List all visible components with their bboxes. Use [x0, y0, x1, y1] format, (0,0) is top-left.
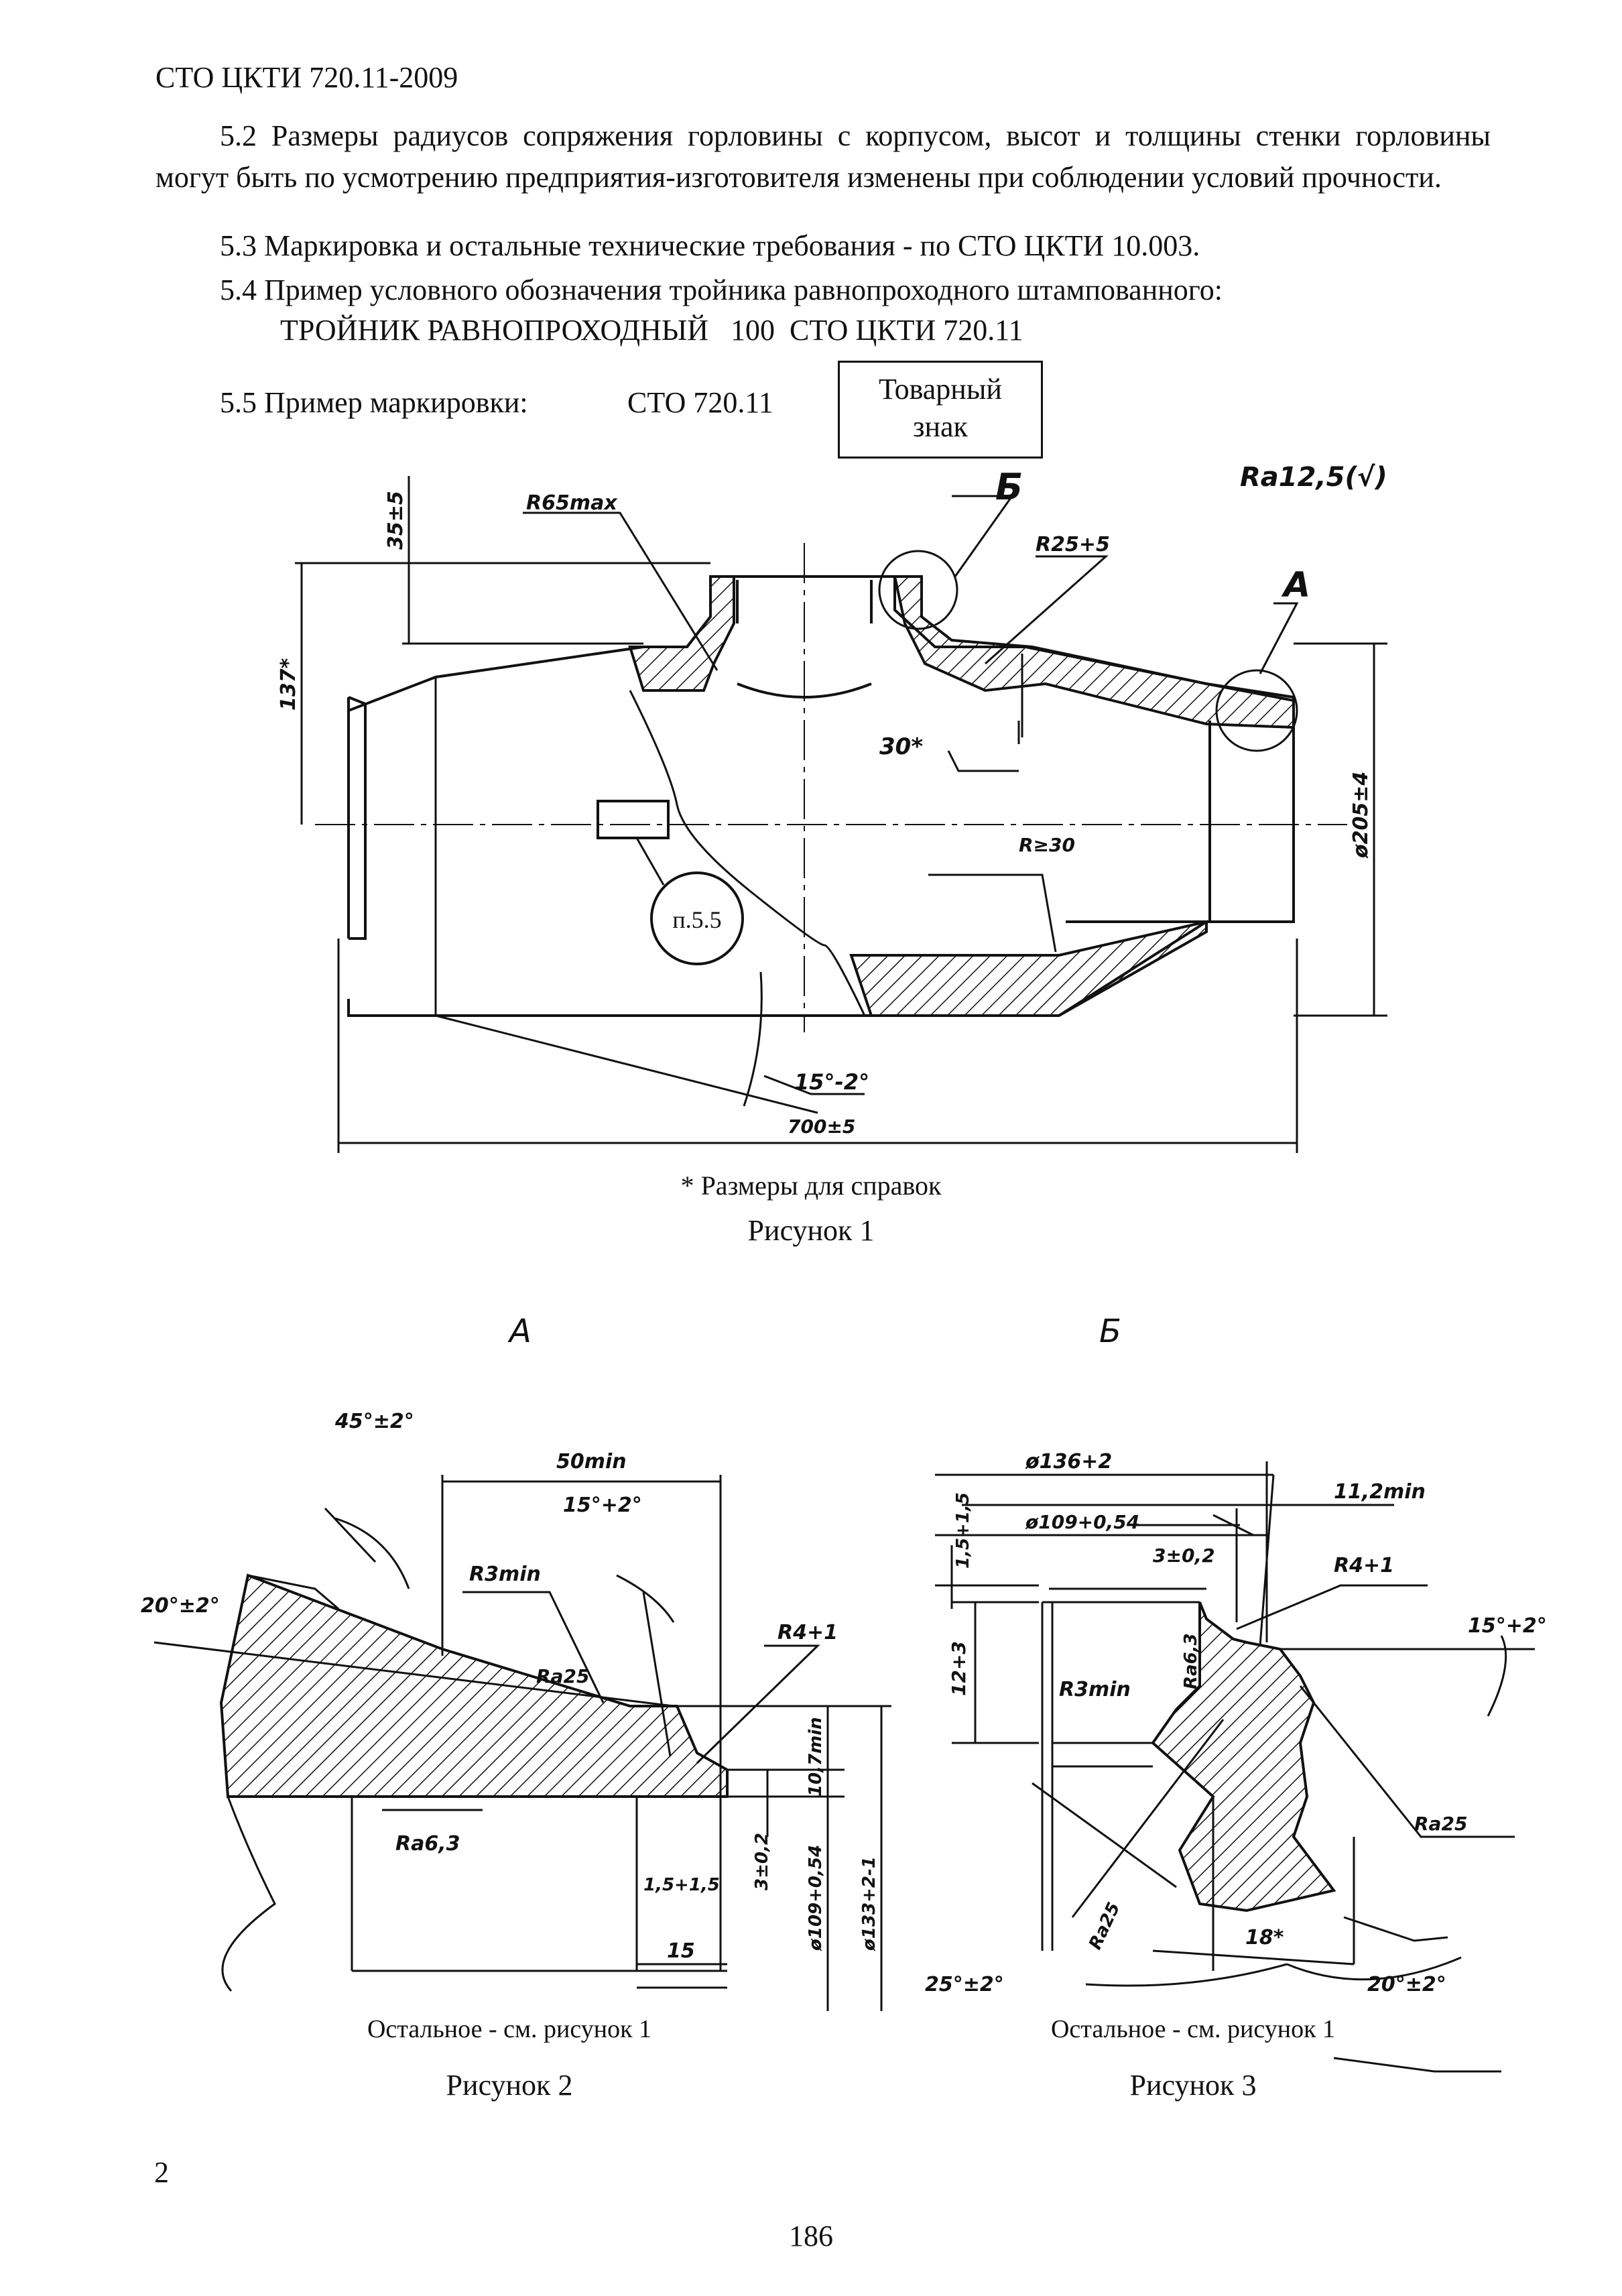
fig2-angle-20: 20°±2° — [141, 1594, 220, 1618]
marking-code: СТО 720.11 — [627, 386, 773, 419]
r30-label: R≥30 — [1019, 834, 1075, 856]
r25-label: R25+5 — [1036, 533, 1110, 556]
fig2-angle-15: 15°+2° — [563, 1494, 642, 1517]
dim-30-label: 30* — [879, 733, 923, 760]
paragraph-5-4: 5.4 Пример условного обозначения тройник… — [220, 274, 1223, 306]
reference-p55-label: п.5.5 — [672, 906, 721, 933]
fig3-dim-1-5: 1,5+1,5 — [953, 1492, 973, 1569]
leader-b-label: Б — [995, 466, 1023, 508]
roughness-symbol: Ra12,5(√) — [1240, 462, 1387, 493]
dim-137-label: 137* — [277, 658, 300, 711]
figure-2-caption: Рисунок 2 — [446, 2069, 573, 2102]
dim-35-label: 35±5 — [384, 491, 408, 550]
fig2-dim-50: 50min — [556, 1450, 627, 1473]
figure-2-note: Остальное - см. рисунок 1 — [367, 2015, 652, 2043]
reference-circle — [650, 871, 744, 965]
figure-1-caption: Рисунок 1 — [747, 1214, 875, 1247]
fig3-ra25-right: Ra25 — [1414, 1813, 1467, 1835]
figure-2-view-label: А — [509, 1313, 532, 1350]
fig3-dim-11-2: 11,2min — [1334, 1480, 1426, 1504]
fig2-ra63: Ra6,3 — [395, 1832, 460, 1856]
fig2-angle-45: 45°±2° — [334, 1410, 414, 1433]
fig3-ra63: Ra6,3 — [1181, 1633, 1201, 1689]
fig2-ra25: Ra25 — [536, 1665, 589, 1687]
trademark-box: Товарный знак — [838, 361, 1043, 459]
paragraph-5-2: 5.2 Размеры радиусов сопряжения горловин… — [155, 119, 1491, 194]
fig3-dim-12: 12+3 — [948, 1641, 970, 1696]
fig2-dim-133: ø133+2-1 — [859, 1856, 879, 1951]
fig3-ra25-left: Ra25 — [1085, 1899, 1124, 1953]
fig3-angle-20: 20°±2° — [1367, 1973, 1446, 1996]
fig2-r4: R4+1 — [777, 1621, 838, 1644]
fig2-dim-15: 15 — [667, 1939, 695, 1963]
fig2-r3: R3min — [469, 1563, 541, 1586]
local-page-number: 2 — [154, 2156, 169, 2189]
fig3-angle-25: 25°±2° — [925, 1973, 1004, 1996]
fig2-dim-3: 3±0,2 — [752, 1833, 772, 1890]
fig3-angle-15: 15°+2° — [1468, 1614, 1547, 1638]
fig2-dim-10-7: 10,7min — [806, 1717, 826, 1797]
figure-3-view-label: Б — [1099, 1313, 1121, 1350]
paragraph-5-3: 5.3 Маркировка и остальные технические т… — [220, 229, 1200, 262]
fig3-dim-3: 3±0,2 — [1153, 1545, 1215, 1567]
fig3-dim-109: ø109+0,54 — [1025, 1511, 1139, 1533]
dim-205-label: ø205±4 — [1349, 772, 1373, 859]
designation-example: ТРОЙНИК РАВНОПРОХОДНЫЙ 100 СТО ЦКТИ 720.… — [280, 314, 1023, 347]
figure-3-drawing: ø136+2 11,2min ø109+0,54 3±0,2 R4+1 15°+… — [925, 1450, 1547, 2073]
marking-location-rect — [597, 800, 670, 839]
fig2-dim-15-small: 1,5+1,5 — [643, 1875, 720, 1895]
r65-label: R65max — [526, 491, 618, 515]
detail-b-circle — [878, 550, 958, 630]
fig3-r3: R3min — [1059, 1678, 1131, 1701]
total-page-number: 186 — [789, 2220, 833, 2252]
angle-15-label: 15°-2° — [794, 1069, 869, 1095]
paragraph-5-5-label: 5.5 Пример маркировки: — [220, 386, 528, 419]
fig3-r4: R4+1 — [1334, 1554, 1394, 1577]
document-code-header: СТО ЦКТИ 720.11-2009 — [155, 61, 458, 94]
figure-3-note: Остальное - см. рисунок 1 — [1050, 2015, 1336, 2043]
fig3-dim-136: ø136+2 — [1025, 1450, 1112, 1473]
detail-a-circle — [1215, 669, 1298, 752]
figure-2-drawing: 45°±2° 50min 15°+2° R3min 20°±2° Ra25 R4… — [141, 1410, 891, 2011]
dim-700-label: 700±5 — [788, 1115, 855, 1138]
leader-a-label: А — [1281, 565, 1310, 605]
fig3-dim-18: 18* — [1245, 1926, 1284, 1949]
fig2-dim-109: ø109+0,54 — [806, 1845, 826, 1951]
figure-1-note: * Размеры для справок — [680, 1170, 942, 1201]
figure-3-caption: Рисунок 3 — [1129, 2069, 1257, 2102]
figure-1-drawing: Ra12,5(√) Б А R65max R25+5 R≥30 30* 15°-… — [277, 462, 1387, 1153]
